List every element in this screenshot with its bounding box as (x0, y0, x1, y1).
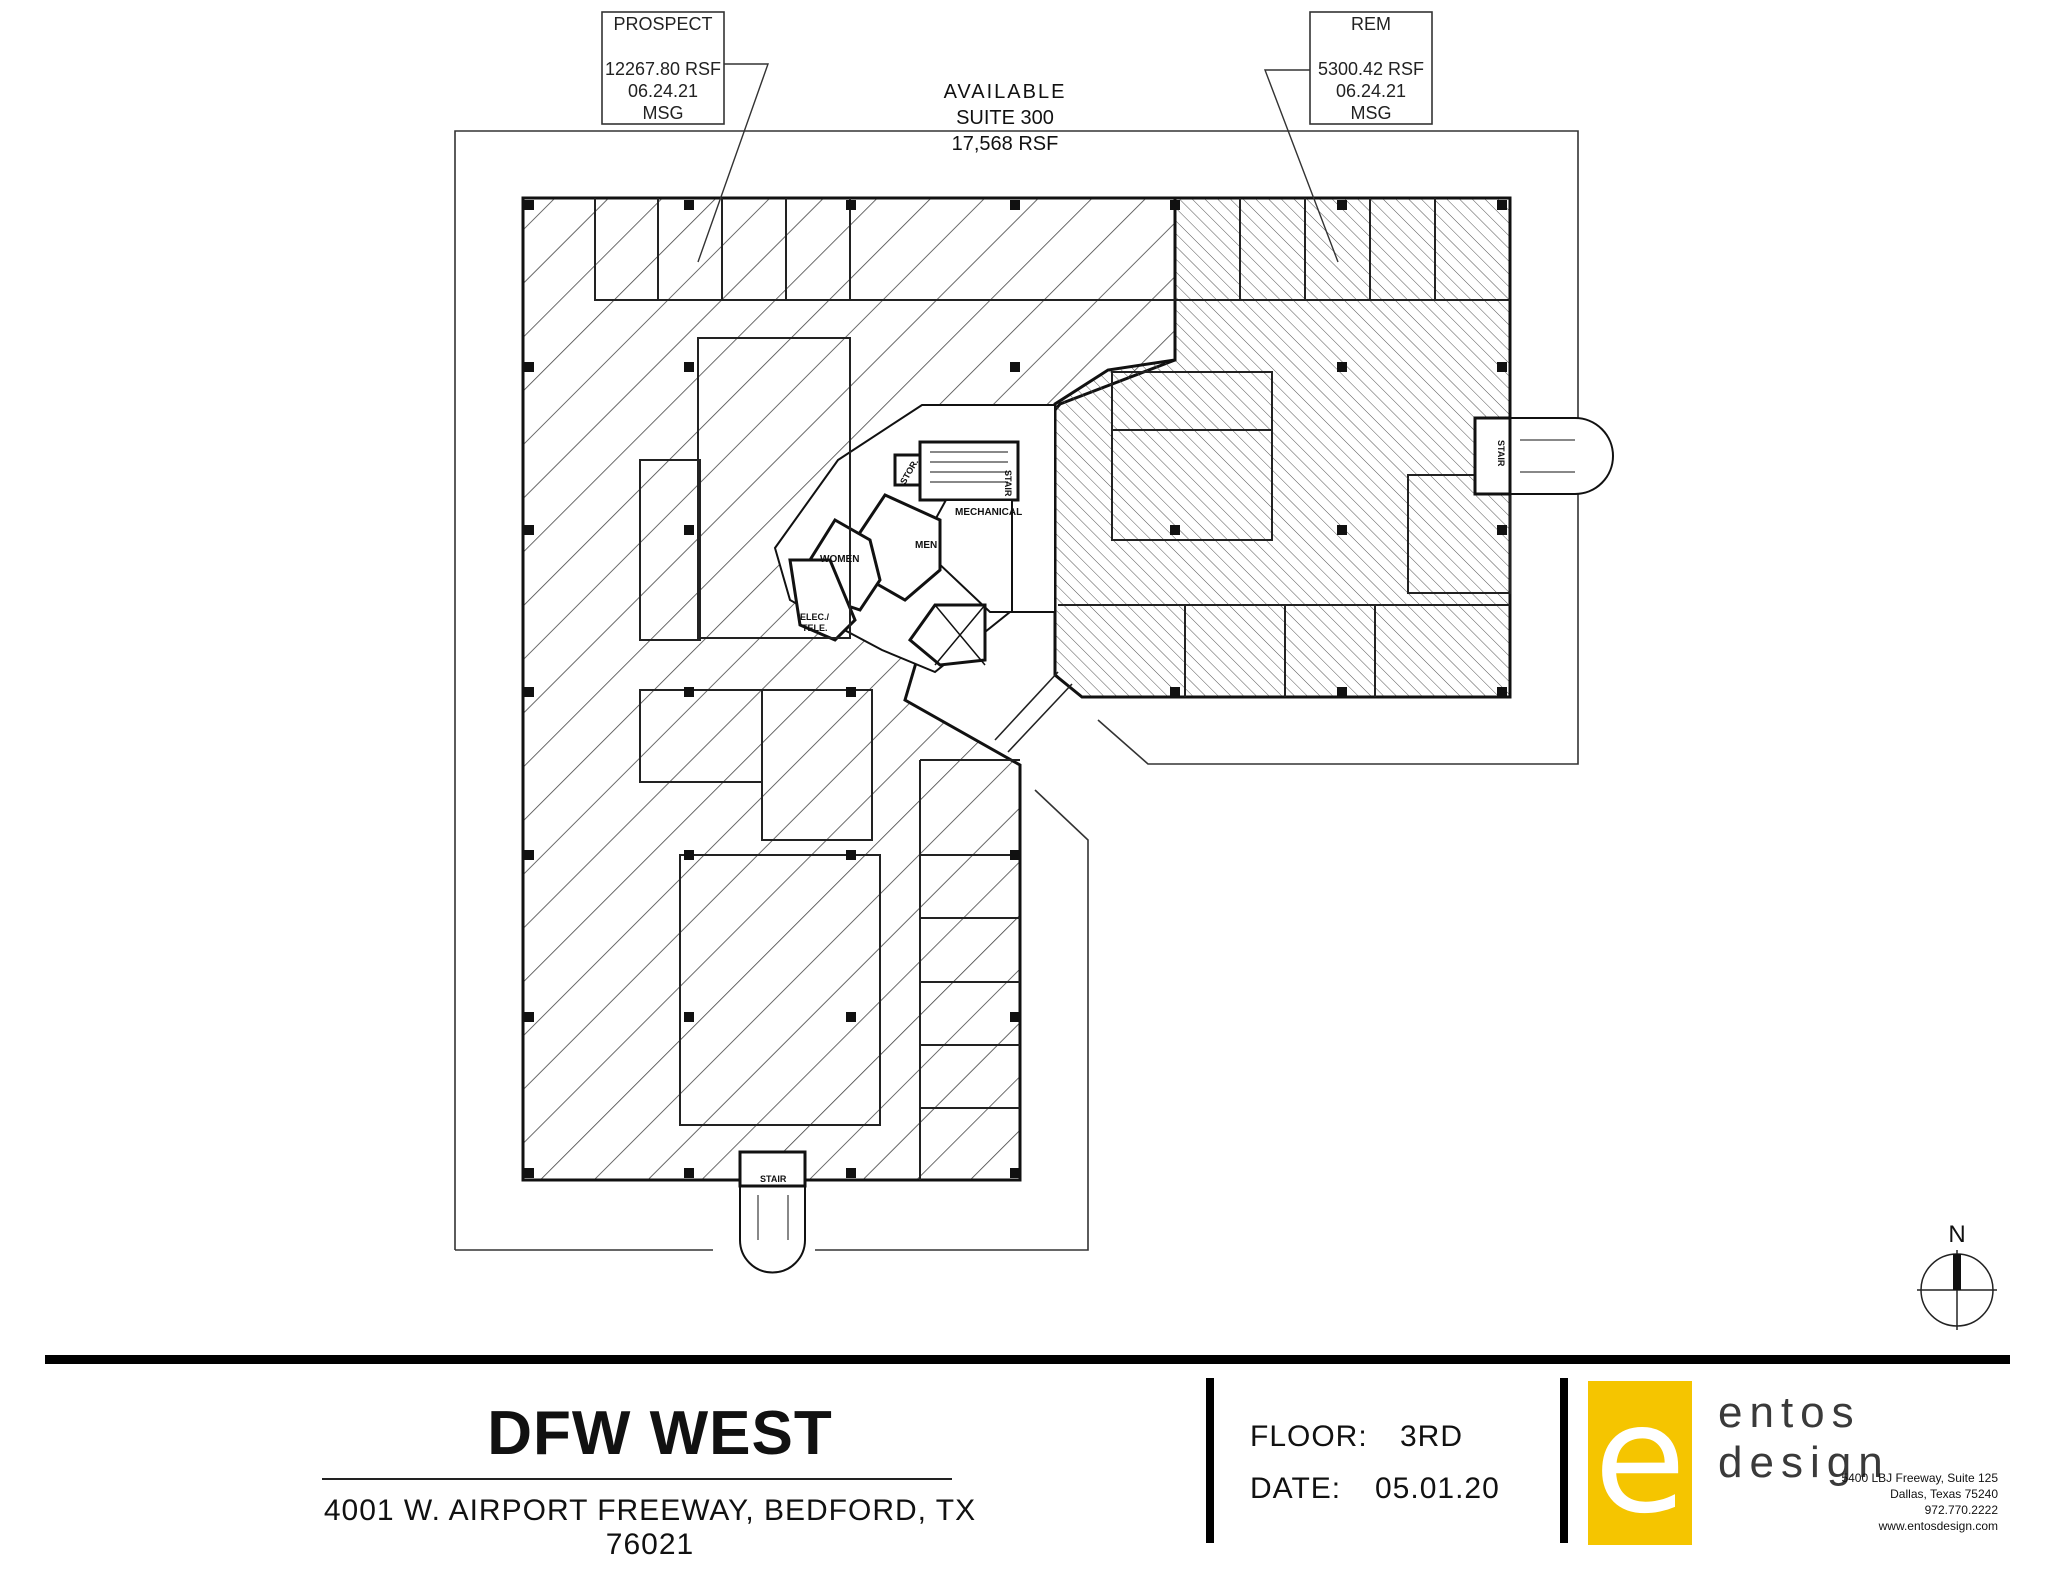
room-elec-2: TELE. (802, 623, 828, 633)
title-block-rule (45, 1355, 2010, 1364)
date-value: 05.01.20 (1375, 1472, 1500, 1505)
rem-offices (1058, 198, 1511, 697)
north-label: N (1948, 1221, 1965, 1248)
brand-phone: 972.770.2222 (1924, 1503, 1998, 1517)
available-line2: SUITE 300 (956, 107, 1054, 129)
title-underline (322, 1478, 952, 1480)
prospect-name: PROSPECT (613, 14, 712, 34)
prospect-offices (594, 198, 1175, 1180)
room-stair-south: STAIR (760, 1174, 787, 1184)
prospect-area: 12267.80 RSF (605, 59, 721, 79)
available-line1: AVAILABLE (944, 81, 1067, 103)
rem-initials: MSG (1350, 103, 1391, 123)
title-block-divider-1 (1206, 1378, 1214, 1543)
brand-name: entos design (1718, 1388, 1890, 1487)
corridor-connector (994, 671, 1073, 753)
available-label: AVAILABLE SUITE 300 17,568 RSF (944, 81, 1067, 155)
south-stair (738, 1150, 807, 1274)
brand-address-2: Dallas, Texas 75240 (1890, 1487, 1998, 1501)
room-stair-east: STAIR (1496, 440, 1506, 467)
structural-columns (524, 200, 1507, 1178)
prospect-callout: PROSPECT 12267.80 RSF 06.24.21 MSG (601, 11, 769, 263)
building-address: 4001 W. AIRPORT FREEWAY, BEDFORD, TX 760… (323, 1494, 977, 1561)
prospect-date: 06.24.21 (628, 81, 698, 101)
logo-letter: e (1593, 1373, 1687, 1547)
north-arrow-icon: N (1917, 1221, 1997, 1330)
brand-web: www.entosdesign.com (1878, 1519, 1998, 1533)
site-boundary-southeast (815, 789, 1089, 1251)
room-elec-1: ELEC./ (800, 612, 830, 622)
room-stair-core: STAIR (1003, 470, 1013, 497)
rem-callout: REM 5300.42 RSF 06.24.21 MSG (1263, 11, 1433, 263)
floor-value: 3RD (1400, 1420, 1464, 1453)
rem-date: 06.24.21 (1336, 81, 1406, 101)
room-men: MEN (915, 540, 937, 551)
east-stair (1473, 416, 1614, 496)
entos-logo: e (1588, 1373, 1692, 1547)
building-core (773, 404, 1056, 674)
room-mechanical: MECHANICAL (955, 507, 1022, 518)
title-block-divider-2 (1560, 1378, 1568, 1543)
rem-area: 5300.42 RSF (1318, 59, 1424, 79)
prospect-initials: MSG (642, 103, 683, 123)
available-line3: 17,568 RSF (952, 133, 1059, 155)
room-women: WOMEN (820, 554, 859, 565)
brand-contact: 5400 LBJ Freeway, Suite 125 Dallas, Texa… (1841, 1470, 1998, 1534)
date-label: DATE: (1250, 1472, 1342, 1505)
building-name: DFW WEST (487, 1399, 833, 1468)
brand-address-1: 5400 LBJ Freeway, Suite 125 (1841, 1471, 1998, 1485)
rem-name: REM (1351, 14, 1391, 34)
floor-label: FLOOR: (1250, 1420, 1368, 1453)
